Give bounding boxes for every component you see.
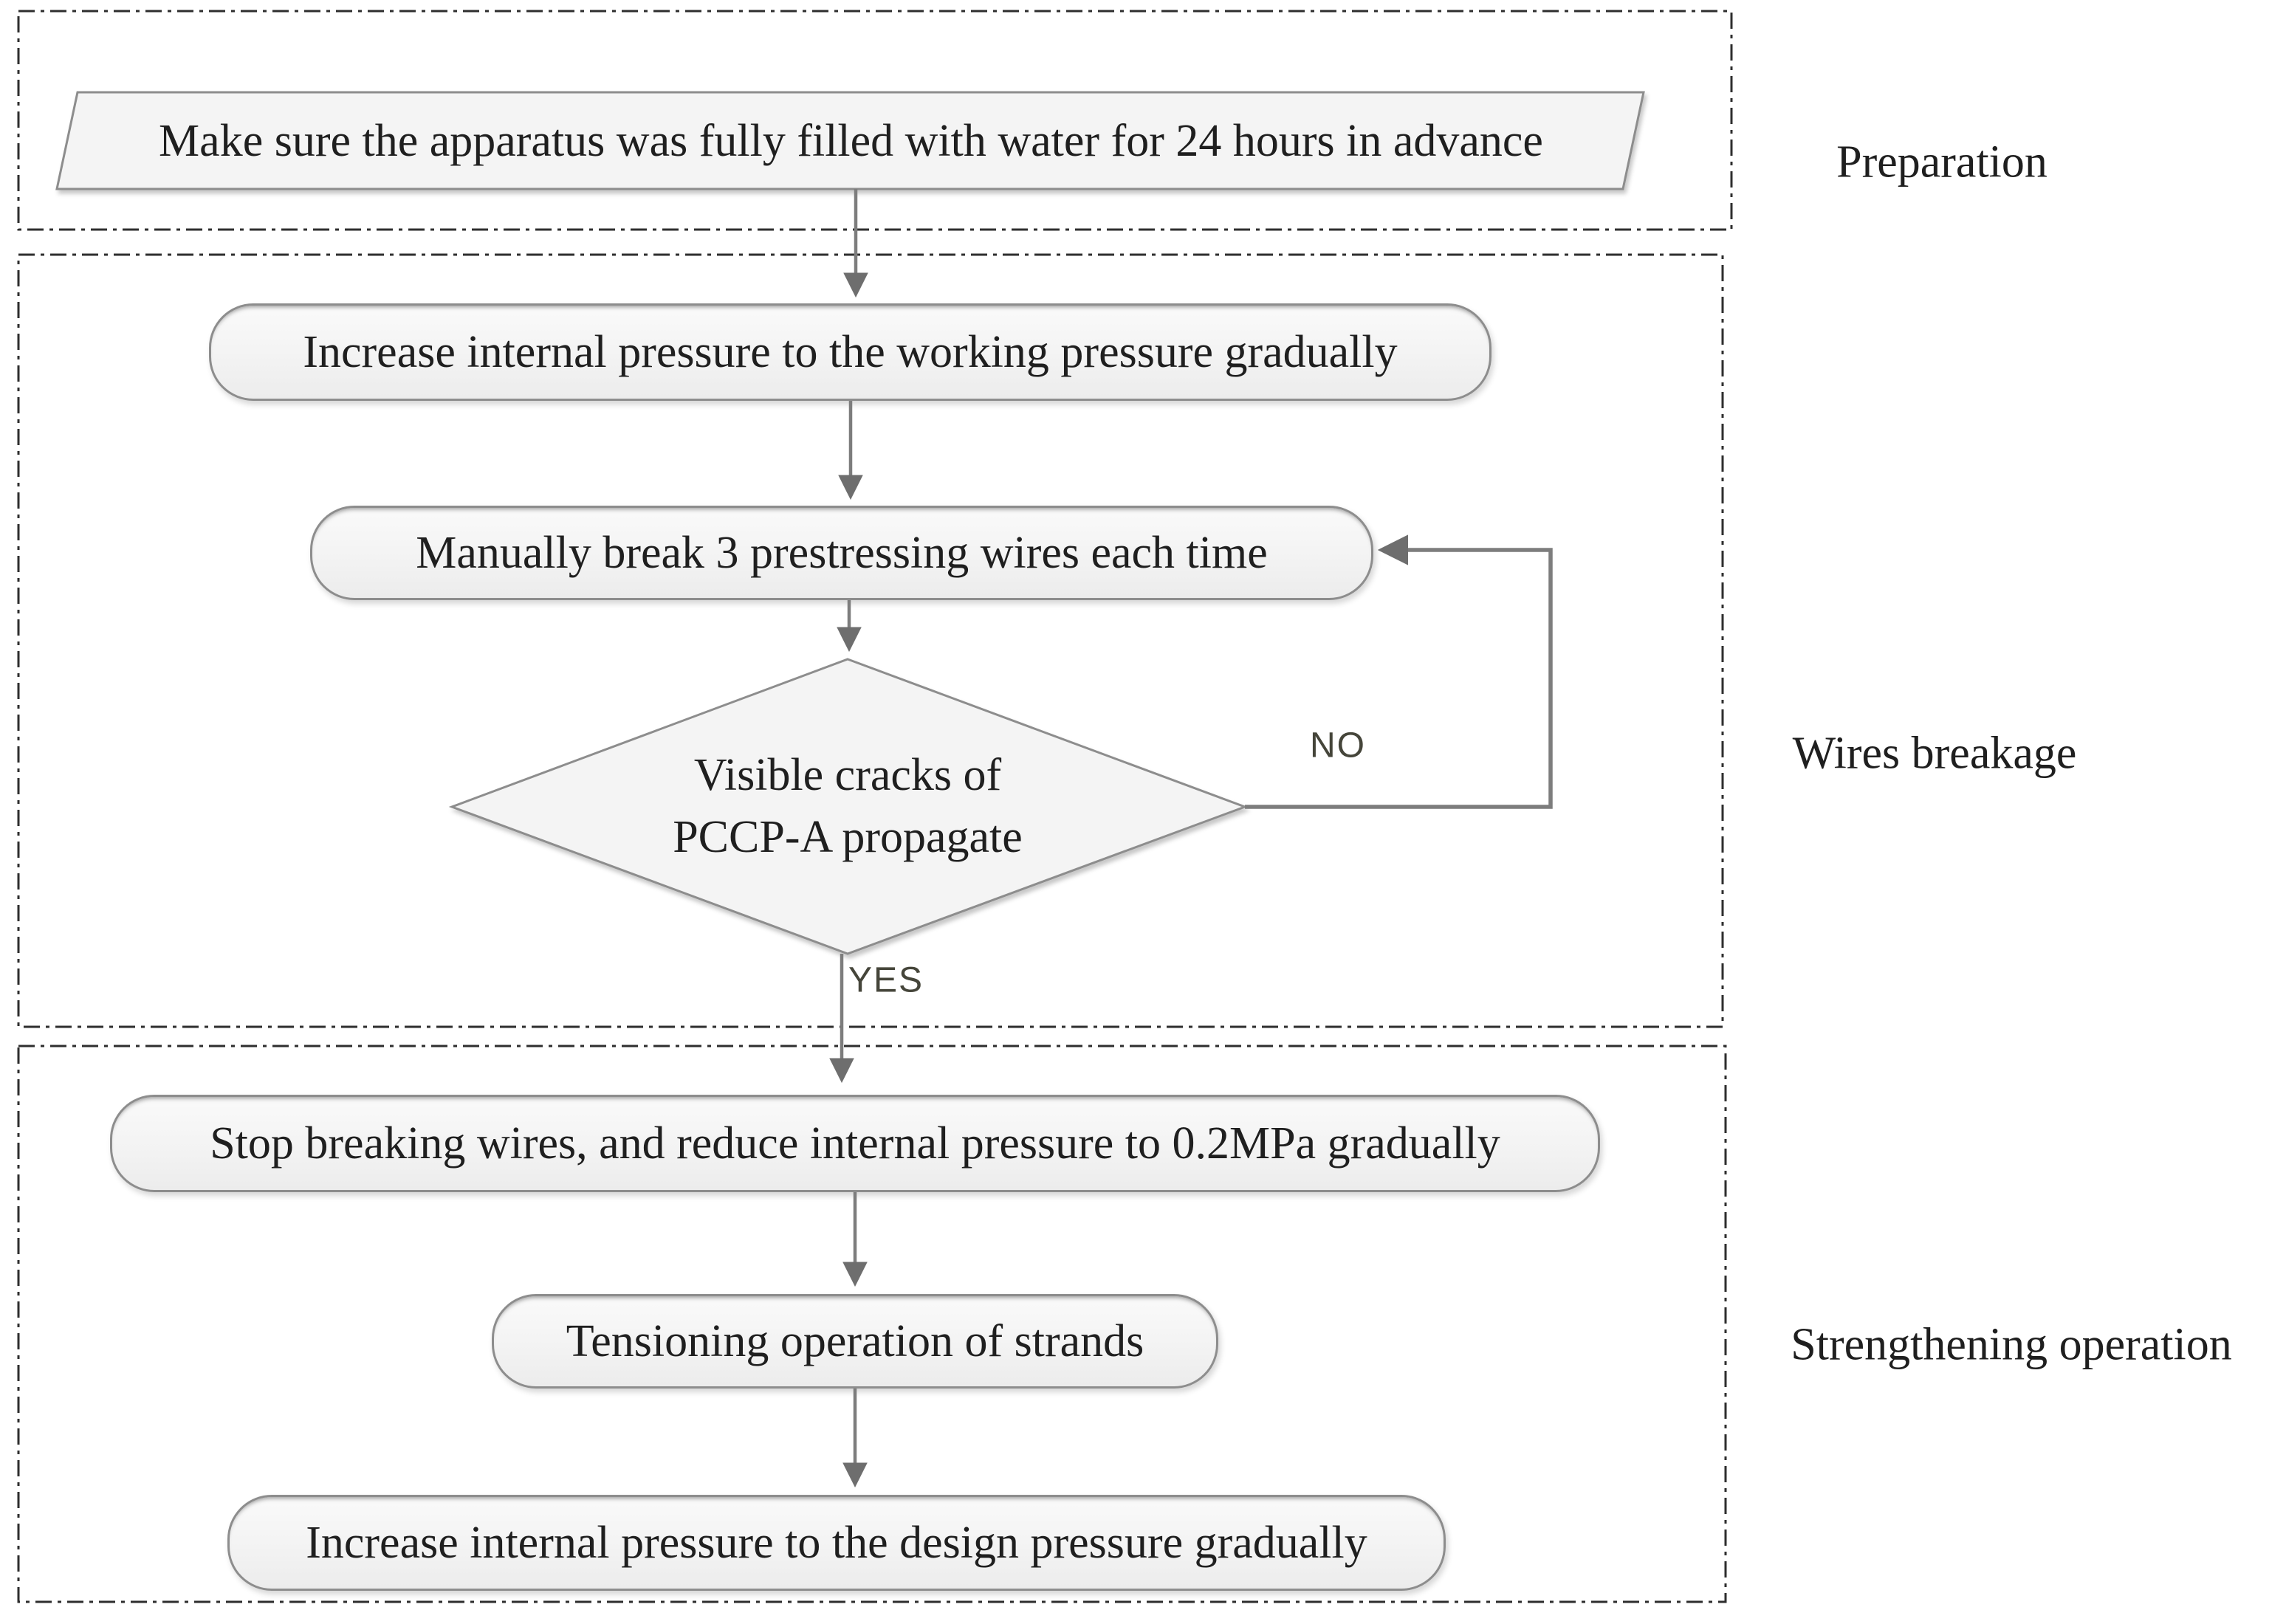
node-stop-breaking: Stop breaking wires, and reduce internal… [110,1095,1600,1192]
section-label-wires-breakage: Wires breakage [1792,728,2077,779]
strengthening-section-border [17,1045,1727,1603]
section-label-strengthening: Strengthening operation [1791,1319,2232,1370]
node-decision-text: Visible cracks of PCCP-A propagate [673,750,1023,862]
node-break-wires: Manually break 3 prestressing wires each… [310,506,1373,600]
node-tensioning: Tensioning operation of strands [492,1294,1218,1389]
start-parallelogram-shape [55,91,1645,190]
decision-diamond-shape [448,658,1249,955]
branch-label-yes: YES [848,960,924,1000]
node-increase-working-pressure: Increase internal pressure to the workin… [209,303,1492,401]
branch-label-no: NO [1310,726,1366,765]
preparation-section-border [17,10,1733,231]
node-increase-design-pressure: Increase internal pressure to the design… [227,1495,1446,1591]
node-start-text: Make sure the apparatus was fully filled… [159,115,1543,166]
section-label-preparation: Preparation [1836,137,2047,187]
